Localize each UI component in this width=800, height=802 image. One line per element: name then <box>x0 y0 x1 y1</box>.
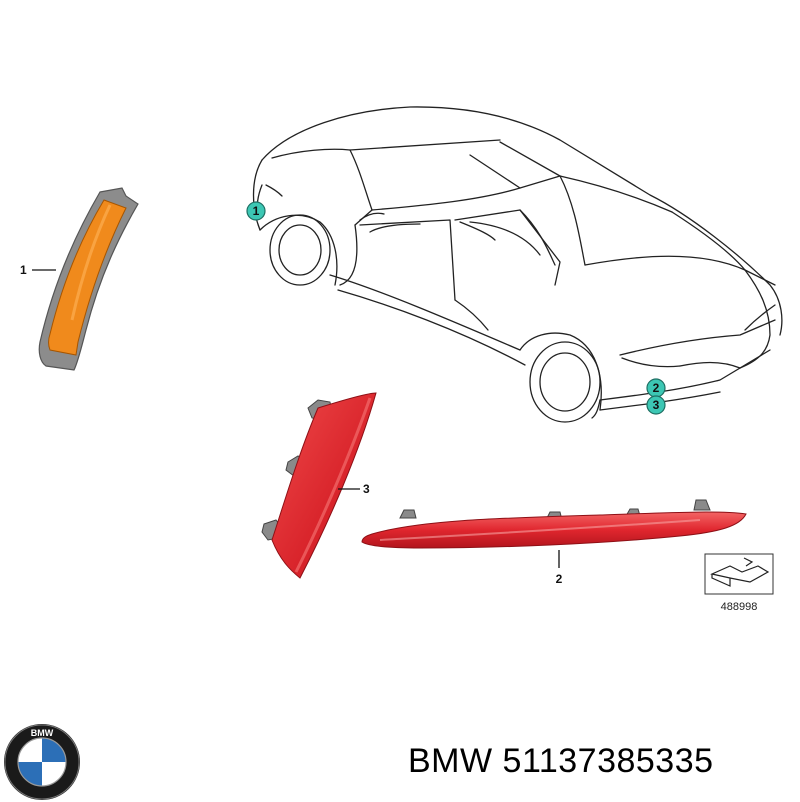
car-outline <box>252 106 783 423</box>
reference-box: 488998 <box>704 553 774 613</box>
logo-lettering: BMW <box>31 728 54 738</box>
car-callout-3-label: 3 <box>653 398 660 412</box>
callout-1-label: 1 <box>20 263 27 277</box>
callout-3: 3 <box>338 482 370 496</box>
callout-1: 1 <box>20 263 56 277</box>
callout-3-label: 3 <box>363 482 370 496</box>
red-reflector-short <box>261 392 377 579</box>
brand-part-number: BMW 51137385335 <box>408 742 714 781</box>
bmw-logo: BMW <box>4 724 80 800</box>
car-callout-2: 2 <box>646 378 666 398</box>
reference-number: 488998 <box>721 601 758 613</box>
car-callout-2-label: 2 <box>653 381 660 395</box>
callout-2: 2 <box>556 550 563 586</box>
amber-side-marker <box>38 187 139 371</box>
car-callout-3: 3 <box>646 395 666 415</box>
callout-2-label: 2 <box>556 572 563 586</box>
red-reflector-long <box>361 499 747 549</box>
car-callout-1: 1 <box>246 201 266 221</box>
brand-name: BMW <box>408 742 493 780</box>
car-callout-1-label: 1 <box>253 204 260 218</box>
part-number: 51137385335 <box>502 742 714 780</box>
